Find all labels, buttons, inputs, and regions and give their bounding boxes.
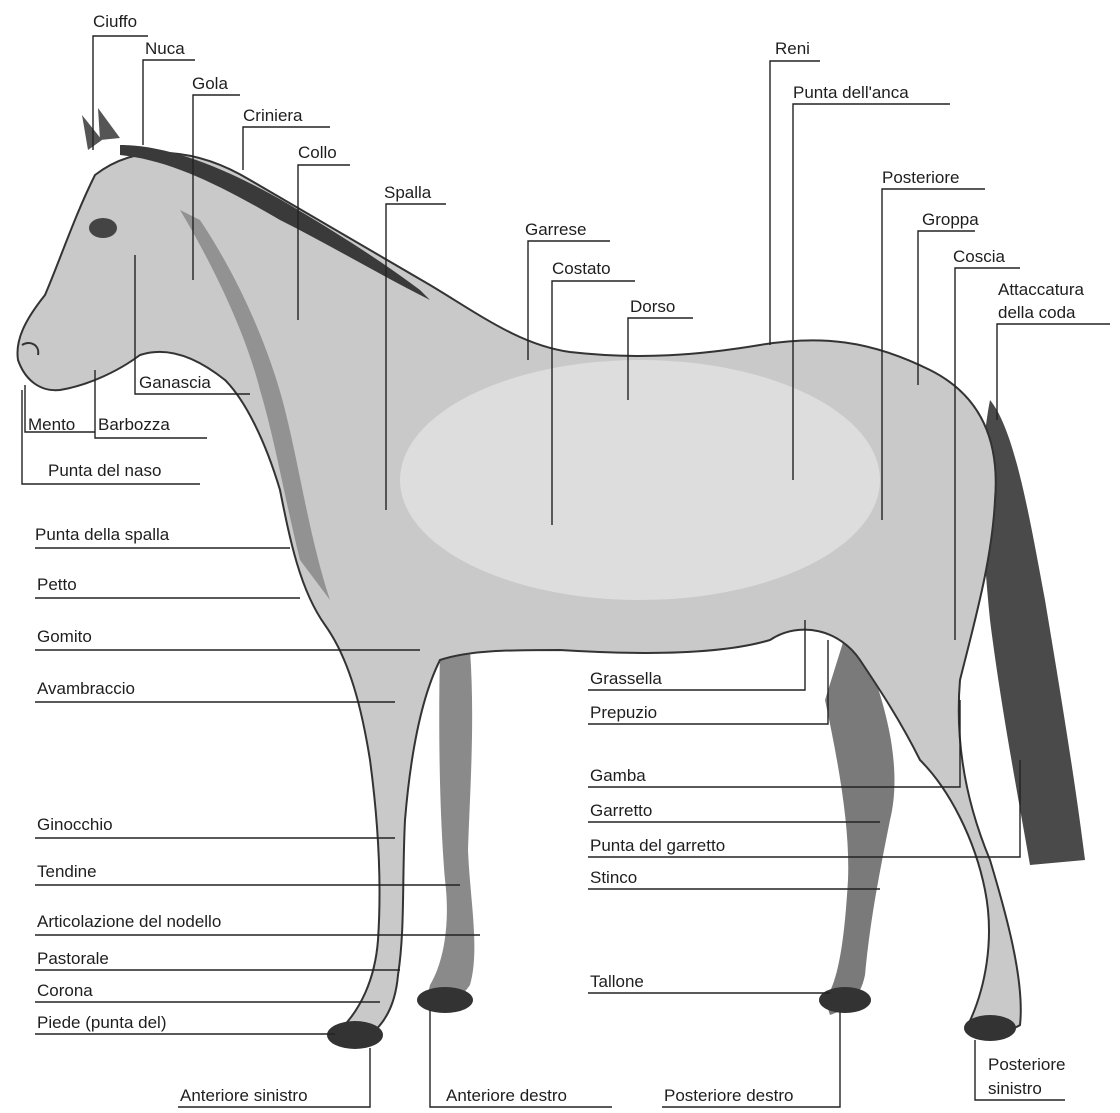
label-articolazione: Articolazione del nodello [37,912,221,931]
label-reni: Reni [775,39,810,58]
label-barbozza: Barbozza [98,415,170,434]
label-posteriore-sinistro-line1: Posteriore [988,1055,1065,1074]
label-attaccatura-line2: della coda [998,303,1076,322]
horse-illustration [17,108,1085,1049]
label-mento: Mento [28,415,75,434]
hoof-front-right [417,987,473,1013]
label-anteriore-destro: Anteriore destro [446,1086,567,1105]
label-tallone: Tallone [590,972,644,991]
label-gomito: Gomito [37,627,92,646]
label-ganascia: Ganascia [139,373,211,392]
label-anteriore-sinistro: Anteriore sinistro [180,1086,308,1105]
label-coscia: Coscia [953,247,1006,266]
label-pastorale: Pastorale [37,949,109,968]
label-corona: Corona [37,981,93,1000]
label-groppa: Groppa [922,210,979,229]
label-spalla: Spalla [384,183,432,202]
label-ginocchio: Ginocchio [37,815,113,834]
label-tendine: Tendine [37,862,97,881]
label-attaccatura-line1: Attaccatura [998,280,1085,299]
label-avambraccio: Avambraccio [37,679,135,698]
label-punta-naso: Punta del naso [48,461,161,480]
hoof-hind-right [819,987,871,1013]
label-posteriore: Posteriore [882,168,959,187]
label-gamba: Gamba [590,766,646,785]
label-piede: Piede (punta del) [37,1013,166,1032]
label-garretto: Garretto [590,801,652,820]
horse-ear-right [98,108,120,140]
horse-eye [89,218,117,238]
label-grassella: Grassella [590,669,662,688]
label-punta-spalla: Punta della spalla [35,525,170,544]
horse-far-front-leg [425,650,474,1006]
hoof-front-left [327,1021,383,1049]
label-nuca: Nuca [145,39,185,58]
label-punta-anca: Punta dell'anca [793,83,909,102]
label-ciuffo: Ciuffo [93,12,137,31]
label-criniera: Criniera [243,106,303,125]
label-dorso: Dorso [630,297,675,316]
label-petto: Petto [37,575,77,594]
label-posteriore-destro: Posteriore destro [664,1086,793,1105]
label-collo: Collo [298,143,337,162]
hoof-hind-left [964,1015,1016,1041]
horse-tail [982,400,1085,865]
label-garrese: Garrese [525,220,586,239]
label-costato: Costato [552,259,611,278]
label-posteriore-sinistro-line2: sinistro [988,1079,1042,1098]
label-prepuzio: Prepuzio [590,703,657,722]
horse-body-highlight [400,360,880,600]
label-gola: Gola [192,74,228,93]
label-punta-garretto: Punta del garretto [590,836,725,855]
label-stinco: Stinco [590,868,637,887]
